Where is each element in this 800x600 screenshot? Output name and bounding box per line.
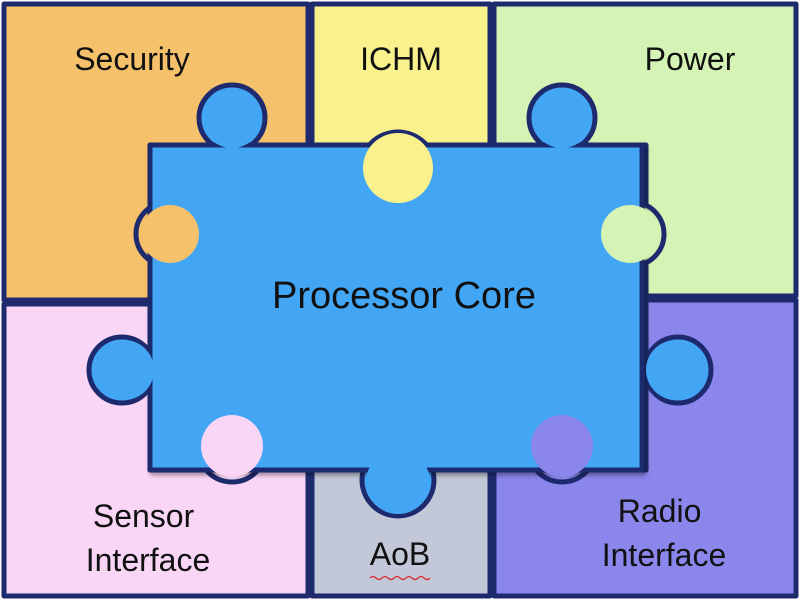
radio-interface-piece: [491, 297, 799, 599]
sensor-knob: [201, 415, 263, 477]
ichm-label: ICHM: [360, 41, 442, 77]
core-tabs: [94, 88, 706, 514]
security-knob: [141, 205, 199, 263]
processor-core-label: Processor Core: [272, 275, 536, 317]
sensor-interface-label: Sensor Interface: [86, 498, 211, 578]
power-label: Power: [645, 41, 736, 77]
security-label: Security: [74, 41, 190, 77]
power-knob: [601, 205, 659, 263]
core-knob-left: [94, 340, 154, 400]
aob-spellcheck-underline: [369, 575, 431, 581]
socket-fills: [141, 133, 659, 477]
radio-interface-label: Radio Interface: [602, 493, 727, 573]
core-knob-right: [646, 340, 706, 400]
aob-label: AoB: [370, 536, 430, 572]
core-knob-bottom: [366, 450, 430, 514]
radio-knob: [531, 415, 593, 477]
ichm-knob: [363, 133, 433, 203]
core-knob-top-left: [202, 88, 262, 148]
core-knob-top-right: [532, 88, 592, 148]
